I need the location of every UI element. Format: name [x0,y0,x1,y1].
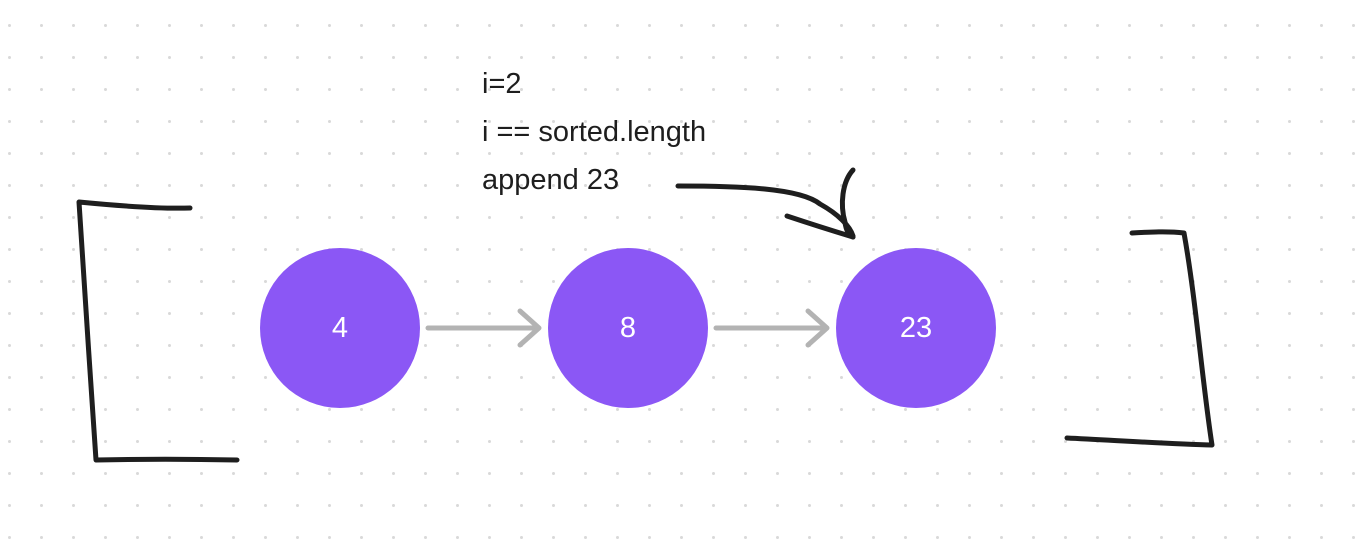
list-node[interactable]: 4 [260,248,420,408]
link-arrow-4-to-8[interactable] [425,308,542,348]
annotation-line-condition: i == sorted.length [482,116,707,148]
annotation-text[interactable]: i=2 i == sorted.length append 23 [482,60,706,204]
left-bracket[interactable] [76,199,240,463]
list-node[interactable]: 23 [836,248,996,408]
annotation-line-action: append 23 [482,164,620,196]
node-value: 23 [899,311,933,344]
annotation-line-index: i=2 [482,68,522,100]
node-value: 4 [331,311,349,344]
pointer-arrow[interactable] [675,167,856,240]
list-node[interactable]: 8 [548,248,708,408]
link-arrow-8-to-23[interactable] [713,308,830,348]
right-bracket[interactable] [1064,229,1215,448]
node-value: 8 [619,311,637,344]
